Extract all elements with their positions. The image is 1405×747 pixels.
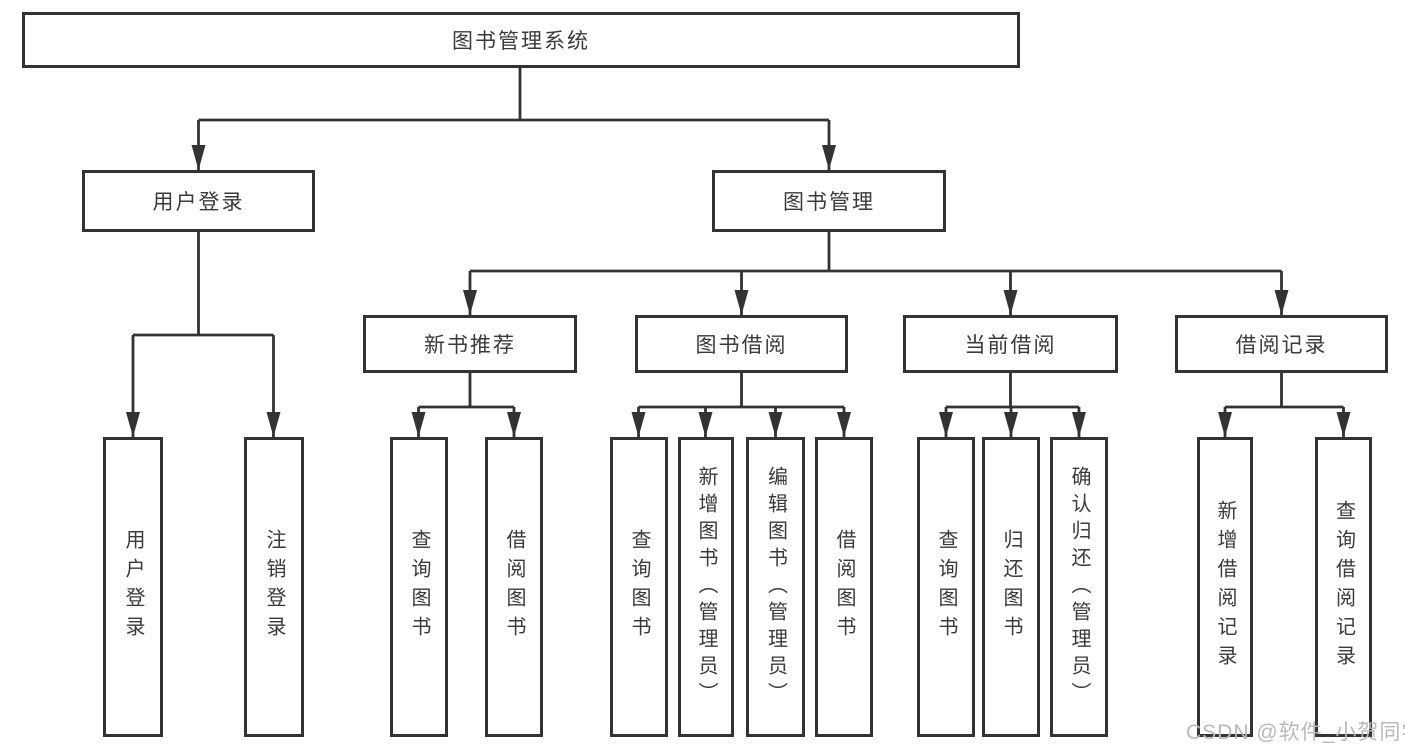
node-label: 查询借阅记录 [1332,500,1355,674]
node-label: 查询图书 [408,529,430,645]
node-current-borrow: 当前借阅 [903,315,1118,373]
leaf-query-book-recommend: 查询图书 [390,437,448,737]
node-label: 新增借阅记录 [1214,500,1236,674]
csdn-watermark: CSDN @软件_小贺同学 [1186,721,1405,744]
node-user-login: 用户登录 [82,170,315,232]
leaf-borrow-book-recommend: 借阅图书 [485,437,543,737]
edge-new-book-recommend-children [411,373,521,437]
node-label: 借阅图书 [833,529,855,645]
node-label: 用户登录 [152,191,245,214]
node-label: 新书推荐 [424,334,516,357]
node-label: 注销登录 [263,529,285,645]
edge-book-borrow-children [631,373,851,437]
node-label: 当前借阅 [964,334,1057,357]
node-label: 借阅图书 [503,529,525,645]
node-label: 图书管理 [783,191,875,214]
edge-current-borrow-children [939,373,1086,437]
node-label: 查询图书 [935,529,957,645]
edge-book-mgmt-children [463,232,1289,315]
node-book-borrow: 图书借阅 [635,315,848,373]
node-label: 归还图书 [1000,529,1022,645]
leaf-query-borrow-record: 查询借阅记录 [1315,437,1372,737]
node-label: 编辑图书（管理员） [764,465,787,709]
node-book-management: 图书管理 [712,170,946,232]
node-label: 确认归还（管理员） [1068,465,1090,709]
node-label: 图书借阅 [695,334,788,357]
node-new-book-recommend: 新书推荐 [363,315,577,373]
leaf-add-book-admin: 新增图书（管理员） [678,437,734,737]
leaf-confirm-return-admin: 确认归还（管理员） [1050,437,1108,737]
leaf-query-book-current: 查询图书 [917,437,975,737]
leaf-borrow-book: 借阅图书 [815,437,873,737]
edge-borrow-record-children [1218,373,1351,437]
node-label: 新增图书（管理员） [695,465,717,709]
node-label: 查询图书 [628,529,650,645]
leaf-query-book-borrow: 查询图书 [610,437,668,737]
leaf-edit-book-admin: 编辑图书（管理员） [746,437,805,737]
node-label: 图书管理系统 [452,30,590,53]
leaf-logout: 注销登录 [244,437,304,737]
node-borrow-record: 借阅记录 [1175,315,1388,373]
leaf-return-book: 归还图书 [982,437,1040,737]
edge-root-to-level2 [191,68,836,170]
node-root-library-system: 图书管理系统 [22,12,1020,68]
leaf-user-login: 用户登录 [103,437,163,737]
leaf-add-borrow-record: 新增借阅记录 [1197,437,1253,737]
node-label: 借阅记录 [1235,334,1328,357]
node-label: 用户登录 [122,529,144,645]
edge-user-login-children [126,232,281,437]
